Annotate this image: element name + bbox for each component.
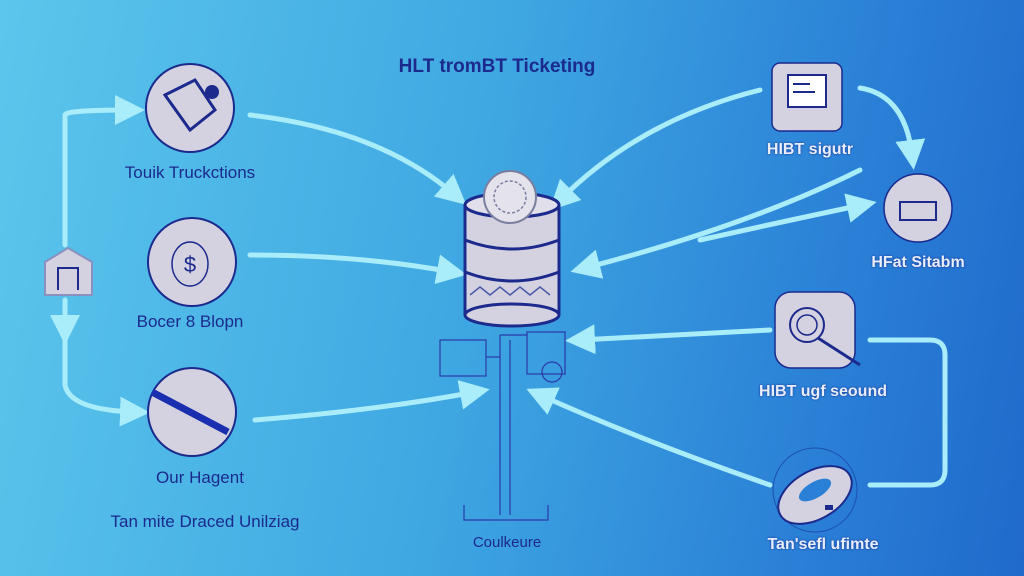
storage-drum-icon xyxy=(883,173,953,243)
right-node-label: HFat Sitabm xyxy=(871,254,965,271)
connector-lines xyxy=(439,331,566,521)
arrow xyxy=(857,85,926,170)
arrow xyxy=(867,337,948,488)
arrow xyxy=(526,387,773,488)
arrow xyxy=(549,87,763,211)
svg-text:$: $ xyxy=(184,252,196,277)
arrow xyxy=(62,337,150,427)
database-icon xyxy=(463,170,561,328)
left-node-dollar-bag-icon: $ xyxy=(147,217,237,307)
right-node-label: Tan'sefl ufimte xyxy=(767,536,879,553)
magnifier-icon xyxy=(774,291,861,369)
right-node-label: HIBT ugf seound xyxy=(759,383,887,400)
arrow xyxy=(62,95,145,248)
arrow xyxy=(252,380,490,423)
flow-arrows xyxy=(50,85,948,488)
arrow xyxy=(565,324,773,355)
center-label: Coulkeure xyxy=(472,534,542,551)
house-icon xyxy=(44,246,93,296)
left-footer-label: Tan mite Draced Unilziag xyxy=(110,512,300,531)
arrow xyxy=(247,112,467,205)
left-node-label: Bocer 8 Blopn xyxy=(136,312,244,331)
monitor-icon xyxy=(771,62,843,132)
left-node-hand-wallet-icon xyxy=(145,63,235,153)
arrow xyxy=(247,252,467,285)
left-node-label: Our Hagent xyxy=(156,468,244,487)
diagram-title: HLT tromBT Ticketing xyxy=(398,56,596,77)
arrow xyxy=(697,193,877,243)
left-node-slash-disc-icon xyxy=(147,367,237,457)
left-node-label: Touik Truckctions xyxy=(124,163,256,182)
ring-device-icon xyxy=(772,447,858,533)
right-node-label: HIBT sigutr xyxy=(766,141,854,158)
arrow xyxy=(570,167,863,279)
